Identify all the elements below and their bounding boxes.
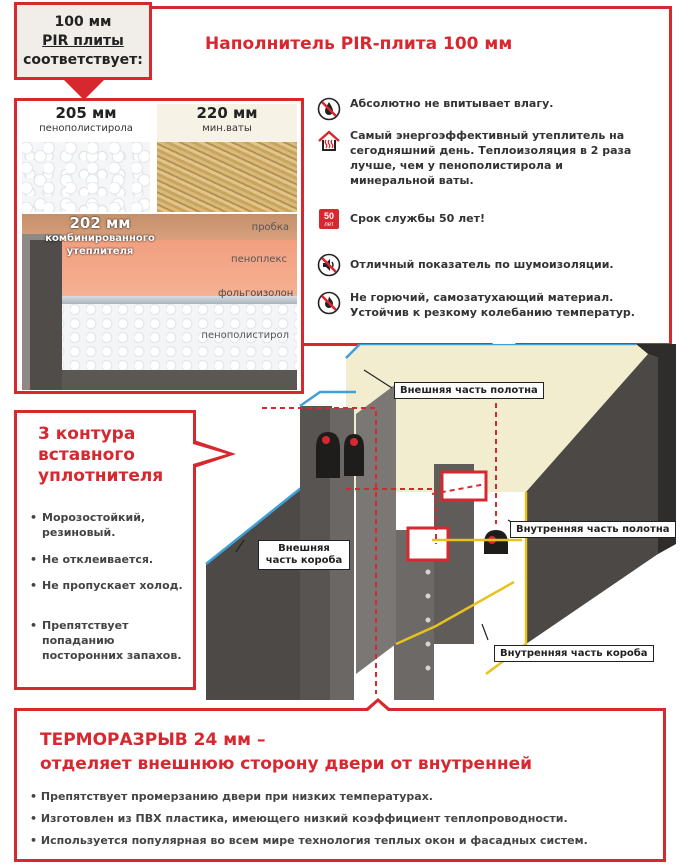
eps-thickness: 205 мм xyxy=(55,104,117,122)
seal-bullet: •Не отклеивается. xyxy=(30,553,154,566)
thermal-break-frame-block xyxy=(14,708,666,862)
seal-title-line: уплотнителя xyxy=(38,466,164,486)
seal-3 xyxy=(484,530,508,554)
leaf-edge xyxy=(636,344,676,554)
bottom-sheet xyxy=(22,370,297,390)
feature-moisture: Абсолютно не впитывает влагу. xyxy=(316,96,646,122)
outer-frame-callout: Внешняя часть короба xyxy=(258,540,350,570)
seal-title-line: 3 контура xyxy=(38,424,136,444)
mineral-wool-sample-image xyxy=(157,142,297,212)
seal-frame xyxy=(14,410,196,690)
feature-text: Отличный показатель по шумоизоляции. xyxy=(350,258,614,271)
seal-title-line: вставного xyxy=(38,445,135,465)
feature-fire: Не горючий, самозатухающий материал. Уст… xyxy=(316,290,646,320)
seal-title: 3 контура вставного уплотнителя xyxy=(38,424,163,487)
inner-frame-callout: Внутренняя часть короба xyxy=(494,645,654,662)
feature-energy: Самый энергоэффективный утеплитель на се… xyxy=(316,128,646,188)
outer-leaf-edge xyxy=(345,344,636,359)
pir-thickness-label: 100 мм PIR плиты соответствует: xyxy=(14,2,152,80)
penoplex-layer xyxy=(22,240,297,296)
wool-label: 220 мм мин.ваты xyxy=(157,104,297,142)
leaf-foam-top xyxy=(346,344,648,492)
wool-thickness: 220 мм xyxy=(196,104,258,122)
combined-insulation-image: пробка пеноплекс фольгоизолон пенополист… xyxy=(22,214,297,390)
feature-text: Не горючий, самозатухающий материал. Уст… xyxy=(350,291,635,319)
seal-1 xyxy=(316,432,340,478)
thermal-leader-1 xyxy=(262,407,377,694)
corresponds-label: соответствует: xyxy=(23,52,143,68)
outer-leaf-callout: Внешняя часть полотна xyxy=(394,382,544,399)
thermal-bullet: • Изготовлен из ПВХ пластика, имеющего н… xyxy=(30,812,568,825)
penoplex-label: пеноплекс xyxy=(231,254,287,265)
no-sound-icon xyxy=(316,252,342,278)
combined-material: комбинированного утеплителя xyxy=(45,233,155,257)
inner-frame-edge xyxy=(395,580,515,646)
pir-thickness-value: 100 мм xyxy=(54,14,112,30)
combined-thickness: 202 мм xyxy=(69,214,131,232)
down-arrow-icon xyxy=(64,80,104,100)
feature-text: Самый энергоэффективный утеплитель на се… xyxy=(350,129,632,187)
steel-profile xyxy=(22,234,62,390)
outer-frame-edge xyxy=(205,483,307,565)
no-water-icon xyxy=(316,96,342,122)
eps-layer-label: пенополистирол xyxy=(201,330,289,341)
thermal-break-leaf xyxy=(440,470,488,502)
seal-2 xyxy=(344,434,364,476)
badge-unit: лет xyxy=(324,222,334,228)
no-fire-icon xyxy=(316,290,342,316)
thermal-bullet: • Используется популярная во всем мире т… xyxy=(30,834,588,847)
seal-bullet: •Морозостойкий, резиновый. xyxy=(30,511,146,539)
outer-frame-panel xyxy=(206,484,306,700)
cork-layer xyxy=(22,214,297,240)
thermal-bullet: • Препятствует промерзанию двери при низ… xyxy=(30,790,433,803)
eps-sample-image xyxy=(22,142,150,212)
cork-label: пробка xyxy=(251,222,289,233)
house-heat-icon xyxy=(316,128,342,154)
seal-bullet: •Не пропускает холод. xyxy=(30,579,183,592)
foil-label: фольгоизолон xyxy=(218,288,294,299)
feature-text: Абсолютно не впитывает влагу. xyxy=(350,97,554,110)
seal-pointer-inner xyxy=(193,444,227,464)
combined-label: 202 мм комбинированного утеплителя xyxy=(40,214,160,258)
page-title: Наполнитель PIR-плита 100 мм xyxy=(205,34,513,54)
thermal-break-frame xyxy=(406,526,450,562)
thermal-title: ТЕРМОРАЗРЫВ 24 мм – xyxy=(40,730,266,750)
feature-sound: Отличный показатель по шумоизоляции. xyxy=(316,252,646,278)
thermal-subtitle: отделяет внешнюю сторону двери от внутре… xyxy=(40,754,533,774)
feature-text: Срок службы 50 лет! xyxy=(350,212,485,225)
badge-number: 50 xyxy=(324,211,334,221)
seal-bullet: •Препятствует попаданию посторонних запа… xyxy=(30,619,182,662)
eps-material: пенополистирола xyxy=(39,123,133,134)
inner-leaf-edge xyxy=(485,492,528,675)
wool-material: мин.ваты xyxy=(202,123,252,134)
pir-plate-label: PIR плиты xyxy=(42,33,124,49)
eps-layer xyxy=(22,304,297,370)
inner-leaf-callout: Внутренняя часть полотна xyxy=(510,521,676,538)
foil-layer xyxy=(22,296,297,304)
leaf-inner-face xyxy=(526,354,658,644)
thermal-pointer-inner xyxy=(368,702,388,711)
eps-label: 205 мм пенополистирола xyxy=(22,104,150,142)
